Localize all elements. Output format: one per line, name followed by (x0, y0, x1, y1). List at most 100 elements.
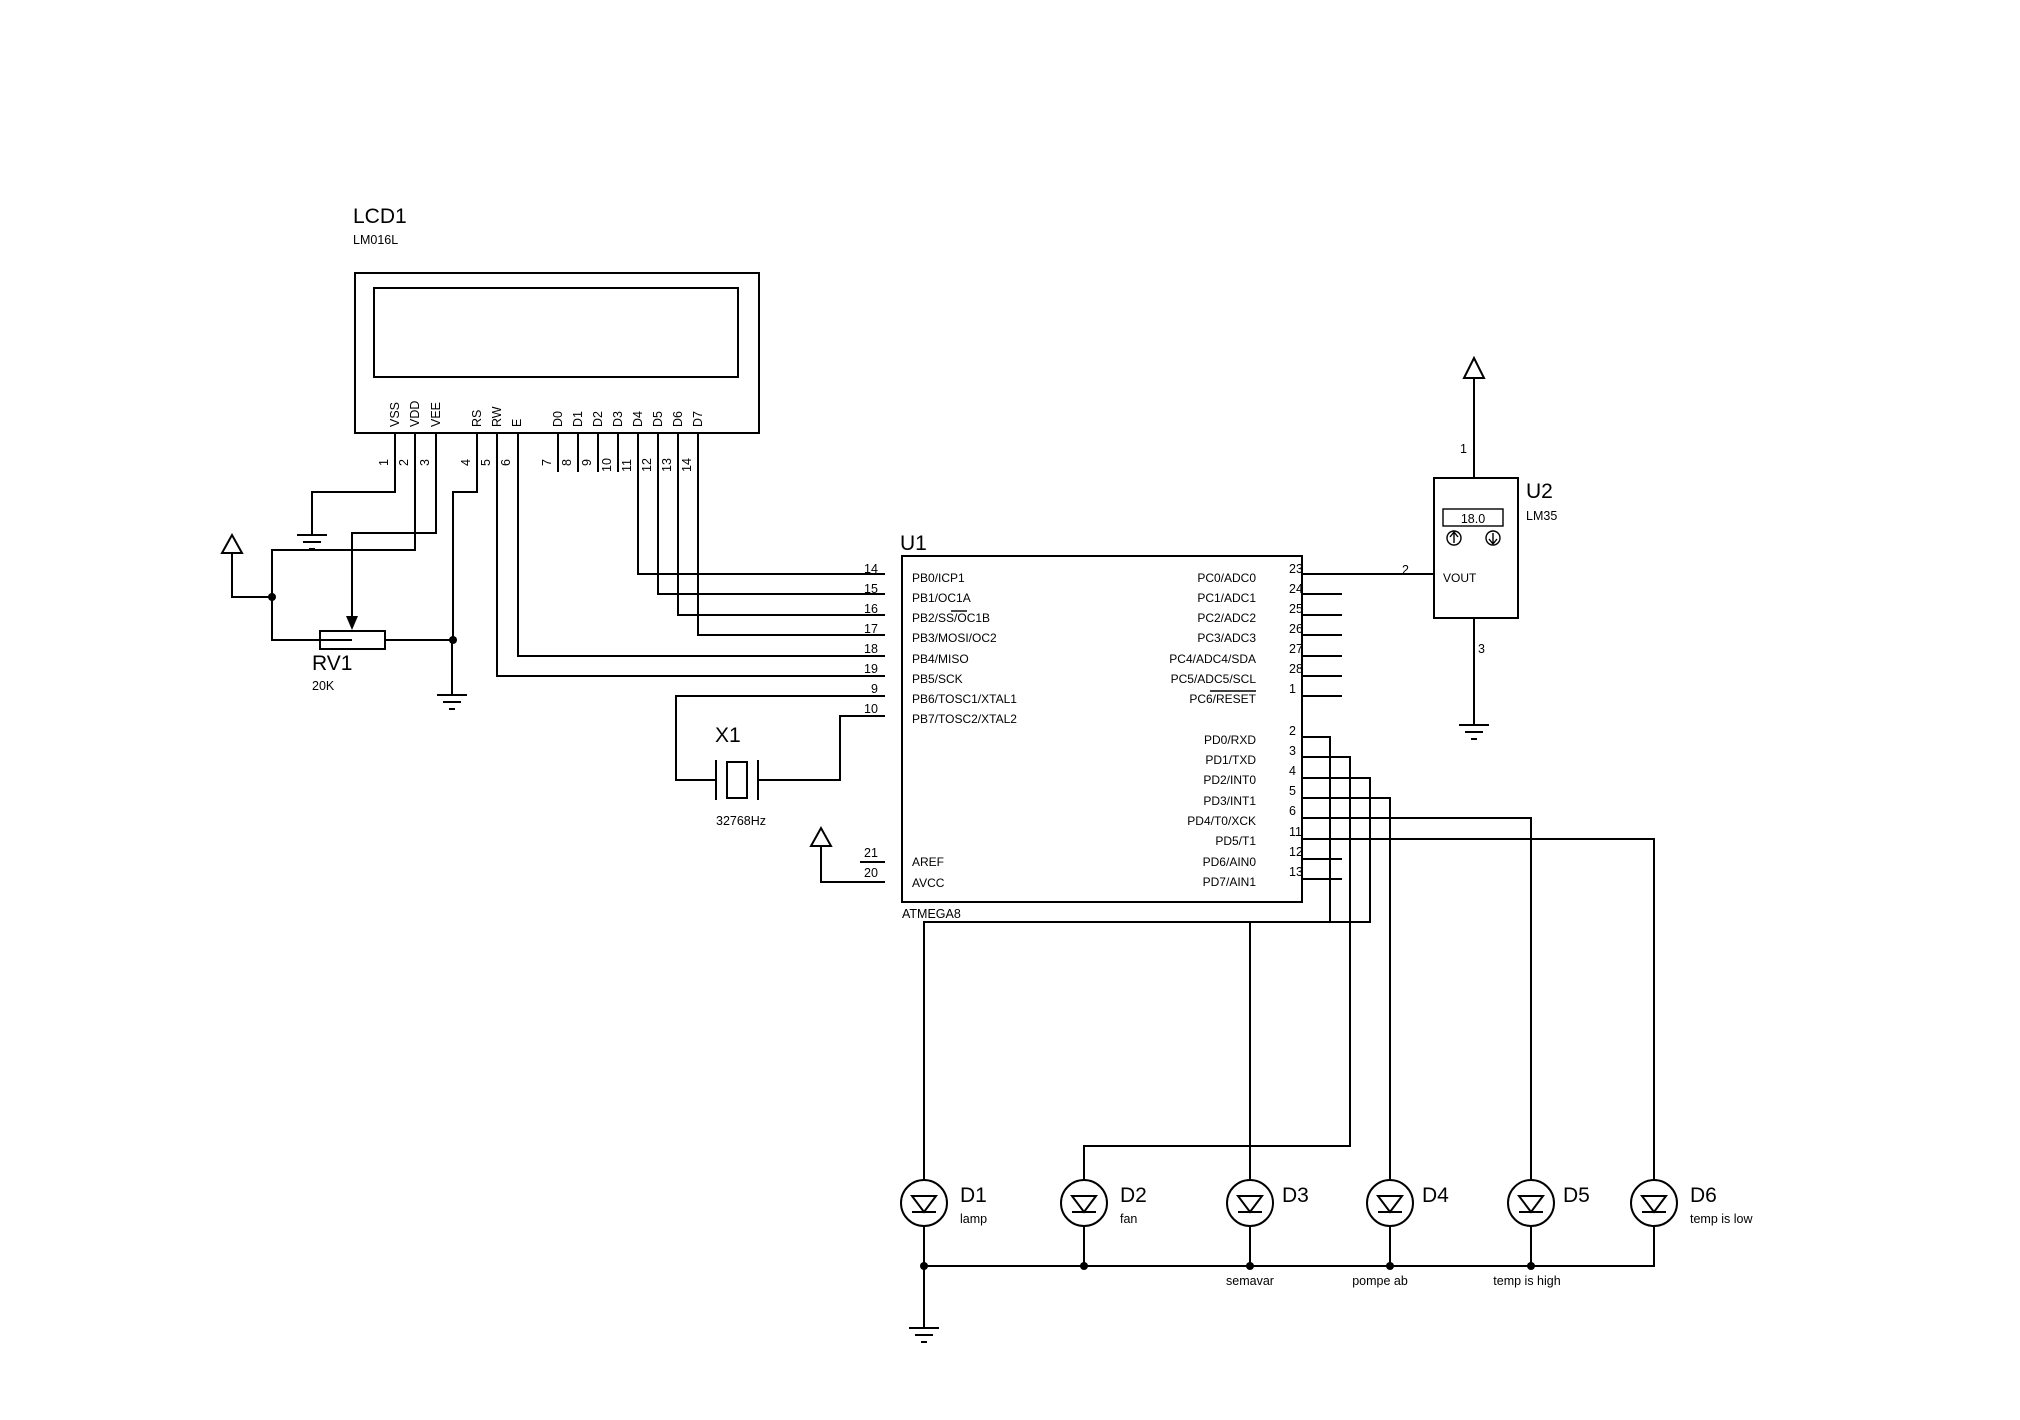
rv1-ref: RV1 (312, 652, 352, 675)
diode-icon (1640, 1195, 1668, 1214)
u1-pin-name: PC4/ADC4/SDA (1169, 652, 1256, 666)
u1-pin-num: 2 (1289, 724, 1296, 738)
led-d3[interactable]: D3 (1226, 1179, 1309, 1227)
u1-pin-num: 27 (1289, 642, 1303, 656)
u1-pin-name: PD0/RXD (1204, 733, 1256, 747)
lcd1-pin-num: 10 (600, 458, 614, 472)
lcd1-pin-num: 7 (540, 459, 554, 466)
led-d2[interactable]: D2 fan (1060, 1179, 1147, 1227)
u1-pin-name: PD6/AIN0 (1203, 855, 1257, 869)
lcd1-pin-name: RS (470, 410, 484, 427)
net-label-pompe-ab: pompe ab (1352, 1274, 1408, 1288)
d5-ref: D5 (1563, 1184, 1590, 1207)
u1-atmega8[interactable]: U1 ATMEGA8 PB0/ICP1 PB1/OC1A PB2/SS/OC1B… (864, 532, 1342, 921)
u1-pin-name: PB5/SCK (912, 672, 963, 686)
lcd1-pin-name: D0 (551, 411, 565, 427)
lcd1-value: LM016L (353, 233, 398, 247)
power-arrow (1462, 355, 1486, 379)
diode-icon (1376, 1195, 1404, 1214)
lcd1[interactable]: LCD1 LM016L VSS VDD VEE RS RW E D0 D1 D2… (353, 205, 760, 472)
net-label-temp-is-high: temp is high (1493, 1274, 1560, 1288)
led-d6[interactable]: D6 temp is low (1630, 1179, 1753, 1227)
u2-ref: U2 (1526, 480, 1553, 503)
x1-body (726, 761, 748, 799)
lcd1-pin-name: D1 (571, 411, 585, 427)
u1-pin-stubs (1302, 593, 1342, 880)
u1-pin-name: PC2/ADC2 (1197, 611, 1256, 625)
u1-pin-num: 14 (864, 562, 878, 576)
u1-body (901, 555, 1303, 903)
pd-wiring (923, 736, 1655, 1328)
u1-pin-name: PB6/TOSC1/XTAL1 (912, 692, 1017, 706)
ground-symbol (1459, 724, 1489, 740)
d1-label: lamp (960, 1212, 987, 1226)
led-d4[interactable]: D4 (1366, 1179, 1449, 1227)
u2-pin-num: 1 (1460, 442, 1467, 456)
u1-pin-name: PC1/ADC1 (1197, 591, 1256, 605)
junction-dot (268, 593, 276, 601)
u1-pin-num: 25 (1289, 602, 1303, 616)
u1-pin-name: PD2/INT0 (1203, 773, 1256, 787)
u2-pin-num: 2 (1402, 563, 1409, 577)
lcd1-pin-num: 1 (377, 459, 391, 466)
u2-display (1442, 508, 1504, 527)
junction-dots (920, 1262, 1535, 1270)
lcd1-pin-num: 8 (560, 459, 574, 466)
u1-pin-name: AVCC (912, 876, 945, 890)
lcd1-pin-name: VEE (429, 402, 443, 427)
d4-ref: D4 (1422, 1184, 1449, 1207)
u1-pin-num: 3 (1289, 744, 1296, 758)
lcd1-pin-name: VDD (408, 401, 422, 427)
x1[interactable]: X1 32768Hz (675, 695, 885, 828)
diode-icon (1517, 1195, 1545, 1214)
u1-pin-num: 24 (1289, 582, 1303, 596)
led-d1[interactable]: D1 lamp (900, 1179, 987, 1227)
ground-symbol (437, 694, 467, 710)
lcd1-pin-num: 3 (418, 459, 432, 466)
lcd1-pin-name: D4 (631, 411, 645, 427)
x1-wires (675, 695, 885, 781)
lcd1-pin-name: VSS (388, 402, 402, 427)
lcd1-pin-name: D6 (671, 411, 685, 427)
lcd1-pin-num: 13 (660, 458, 674, 472)
junction-dot (449, 636, 457, 644)
diode-icon (1236, 1195, 1264, 1214)
u2-lm35[interactable]: 18.0 VOUT U2 LM35 2 1 3 (1302, 355, 1557, 740)
lcd1-pin-name: D5 (651, 411, 665, 427)
u1-pin-name: PC5/ADC5/SCL (1171, 672, 1257, 686)
u1-pin-name: AREF (912, 855, 944, 869)
d6-ref: D6 (1690, 1184, 1717, 1207)
u2-pin-num: 3 (1478, 642, 1485, 656)
lcd1-pin-name: D2 (591, 411, 605, 427)
u1-pin-num: 26 (1289, 622, 1303, 636)
u1-pin-num: 12 (1289, 845, 1303, 859)
u1-pin-num: 9 (871, 682, 878, 696)
ground-symbol (909, 1327, 939, 1343)
lcd1-pin-num: 11 (620, 459, 634, 472)
rv1[interactable]: RV1 20K (312, 550, 386, 693)
diode-icon (1070, 1195, 1098, 1214)
lcd1-pin-name: E (510, 419, 524, 427)
u1-pin-name: PC0/ADC0 (1197, 571, 1256, 585)
down-arrow-icon[interactable] (1485, 530, 1501, 546)
x1-plates (715, 760, 759, 800)
u1-pin-num: 17 (864, 622, 878, 636)
led-d5[interactable]: D5 (1507, 1179, 1590, 1227)
u1-pin-num: 5 (1289, 784, 1296, 798)
u1-pin-num: 1 (1289, 682, 1296, 696)
u2-display-value: 18.0 (1461, 512, 1485, 526)
u1-pin-num: 13 (1289, 865, 1303, 879)
u1-pin-num: 21 (864, 846, 878, 860)
x1-ref: X1 (715, 724, 741, 747)
u1-pin-name: PB7/TOSC2/XTAL2 (912, 712, 1017, 726)
lcd1-pin-num: 12 (640, 458, 654, 472)
u1-pin-name: PB1/OC1A (912, 591, 971, 605)
up-arrow-icon[interactable] (1446, 530, 1462, 546)
lcd1-pin-stubs (394, 433, 699, 472)
u1-pin-name: PB0/ICP1 (912, 571, 965, 585)
u1-pin-name: PD1/TXD (1205, 753, 1256, 767)
avcc-power (809, 825, 885, 883)
u1-pin-num: 20 (864, 866, 878, 880)
lcd1-pin-num: 14 (680, 458, 694, 472)
lcd1-pin-num: 2 (397, 459, 411, 466)
